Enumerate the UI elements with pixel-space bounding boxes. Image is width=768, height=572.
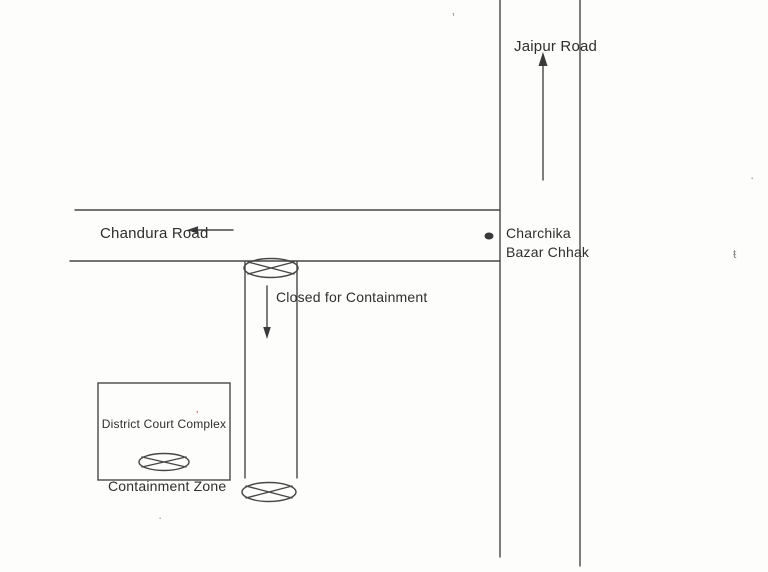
charchika-line1: Charchika — [506, 225, 571, 241]
district-court-box — [97, 382, 231, 481]
jaipur-road-label: Jaipur Road — [514, 38, 598, 55]
down-arrow — [263, 285, 271, 339]
charchika-line2: Bazar Chhak — [506, 244, 590, 260]
road-closed-symbol-court — [138, 452, 190, 472]
up-arrow — [538, 52, 548, 181]
junction-dot — [484, 232, 494, 240]
containment-zone-label: Containment Zone — [108, 478, 227, 494]
charchika-bazar-chhak-label: Charchika Bazar Chhak — [506, 224, 589, 262]
scan-artifact-dot-right: · — [750, 170, 755, 185]
scan-artifact-mark-right: ŧ — [733, 247, 737, 261]
district-court-complex-label: District Court Complex — [101, 417, 227, 431]
road-closed-symbol-top — [243, 257, 299, 279]
scan-artifact-red-tick: ’ — [196, 410, 199, 421]
scan-artifact-apostrophe: ’ — [452, 10, 455, 25]
left-arrow — [187, 226, 234, 234]
closed-for-containment-label: Closed for Containment — [276, 289, 428, 305]
chandura-road-label: Chandura Road — [100, 225, 209, 242]
scan-artifact-dot-bottom: · — [158, 510, 163, 525]
road-closed-symbol-bottom — [241, 481, 297, 503]
